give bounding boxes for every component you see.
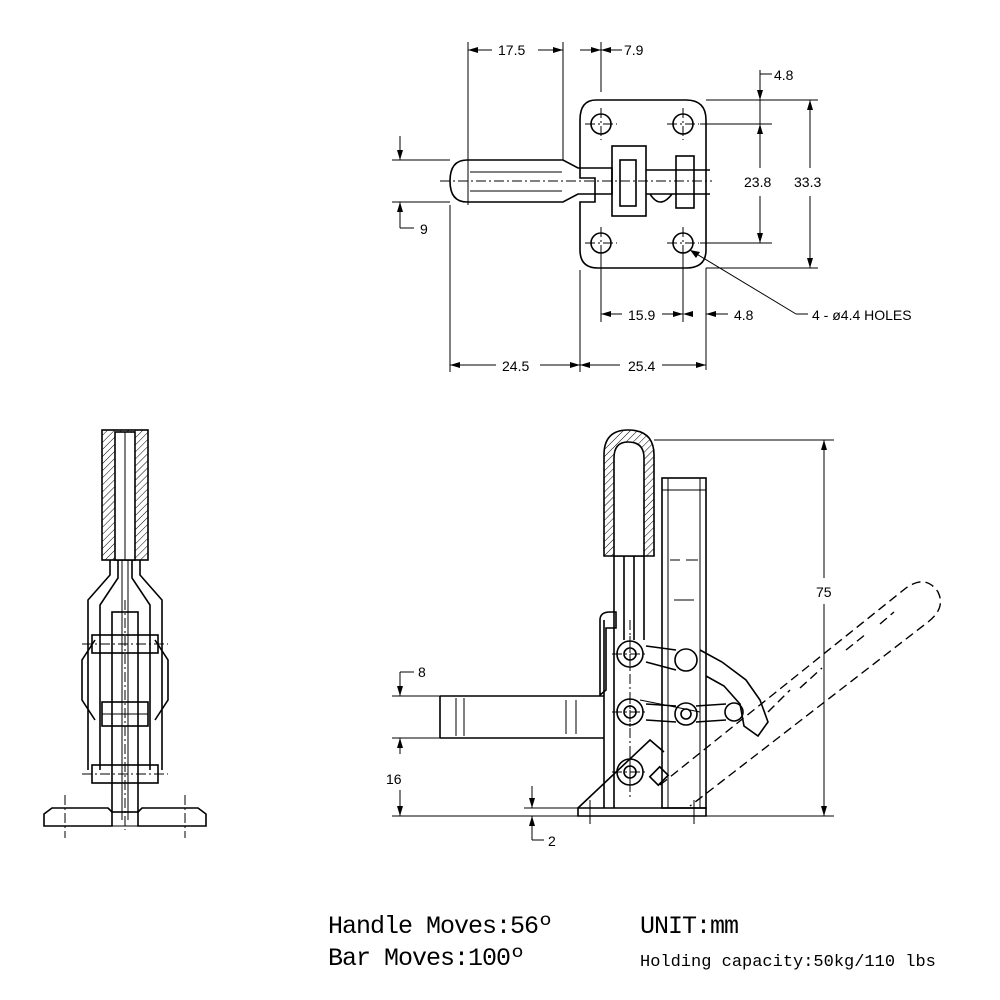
spindle-bar: [449, 159, 613, 203]
dim-4-8-top-label: 4.8: [774, 67, 794, 83]
bar-moves-note: Bar Moves:100º: [328, 944, 525, 973]
dim-heights: [700, 100, 818, 269]
dim-hole-spacing: [600, 249, 808, 370]
dim-8-label: 8: [418, 664, 426, 680]
dim-17-5-label: 17.5: [498, 42, 525, 58]
handle-moves-note: Handle Moves:56º: [328, 912, 553, 941]
dim-24-5-label: 24.5: [502, 358, 529, 374]
dim-15-9-label: 15.9: [628, 307, 655, 323]
dim-bottom-widths: [449, 205, 706, 372]
dim-16-label: 16: [386, 771, 402, 787]
dim-33-3-label: 33.3: [794, 174, 821, 190]
dim-16: [392, 790, 578, 817]
dim-75-label: 75: [816, 584, 832, 600]
front-view: [43, 429, 207, 838]
dim-75: [654, 439, 834, 817]
top-view: 17.5 7.9 4.8 23.8 33.3: [392, 42, 912, 374]
holes-callout: 4 - ø4.4 HOLES: [812, 307, 912, 323]
side-view: 75 8 16 2: [386, 429, 942, 849]
handle-open-position: [659, 581, 942, 807]
dim-7-9-label: 7.9: [624, 42, 644, 58]
dim-top-widths: [467, 42, 622, 205]
base-plate-outline: [579, 99, 707, 269]
dim-8: [392, 671, 440, 754]
dim-2-label: 2: [548, 833, 556, 849]
dim-25-4-label: 25.4: [628, 358, 655, 374]
dim-23-8-label: 23.8: [744, 174, 771, 190]
dim-9: [392, 136, 450, 229]
unit-note: UNIT:mm: [640, 912, 739, 941]
dim-9-label: 9: [420, 221, 428, 237]
dim-2: [524, 786, 578, 841]
dim-4-8-top: [700, 70, 818, 134]
capacity-note: Holding capacity:50kg/110 lbs: [640, 953, 936, 972]
dim-4-8-bottom-label: 4.8: [734, 307, 754, 323]
